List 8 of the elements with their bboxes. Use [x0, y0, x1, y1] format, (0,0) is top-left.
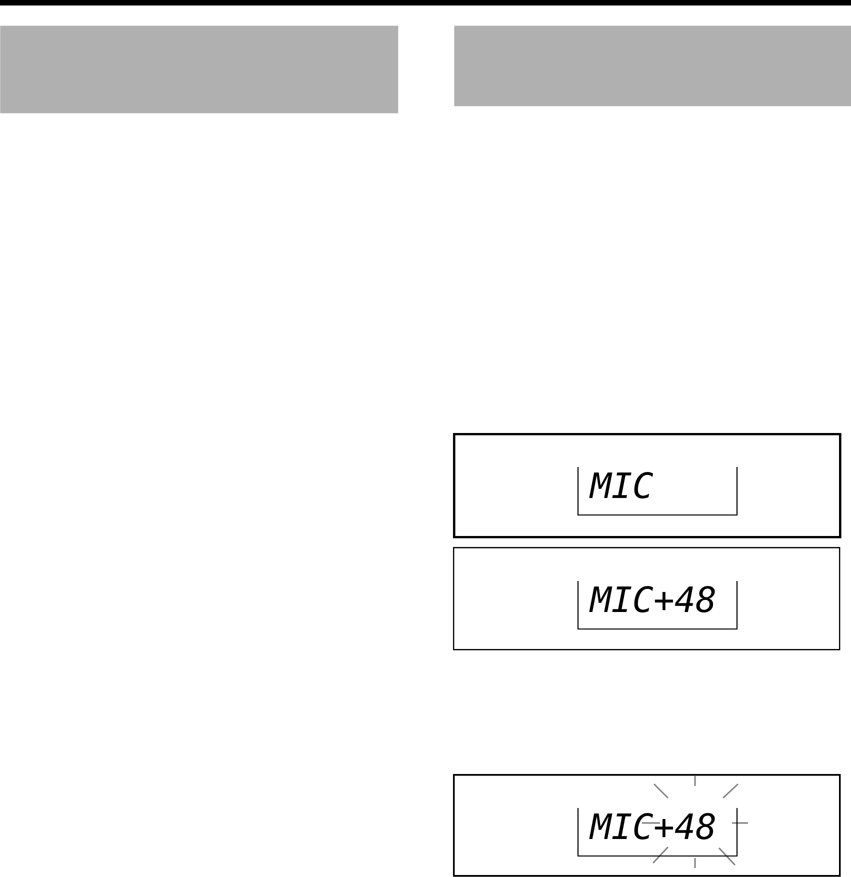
display-frame — [453, 433, 842, 538]
header-band — [0, 26, 398, 114]
lcd-display: MIC — [577, 467, 738, 516]
display-frame — [453, 547, 840, 650]
lcd-display: MIC+48 — [577, 581, 738, 630]
header-band — [454, 26, 851, 106]
display-frame — [453, 774, 841, 877]
lcd-display: MIC+48 — [577, 808, 738, 857]
